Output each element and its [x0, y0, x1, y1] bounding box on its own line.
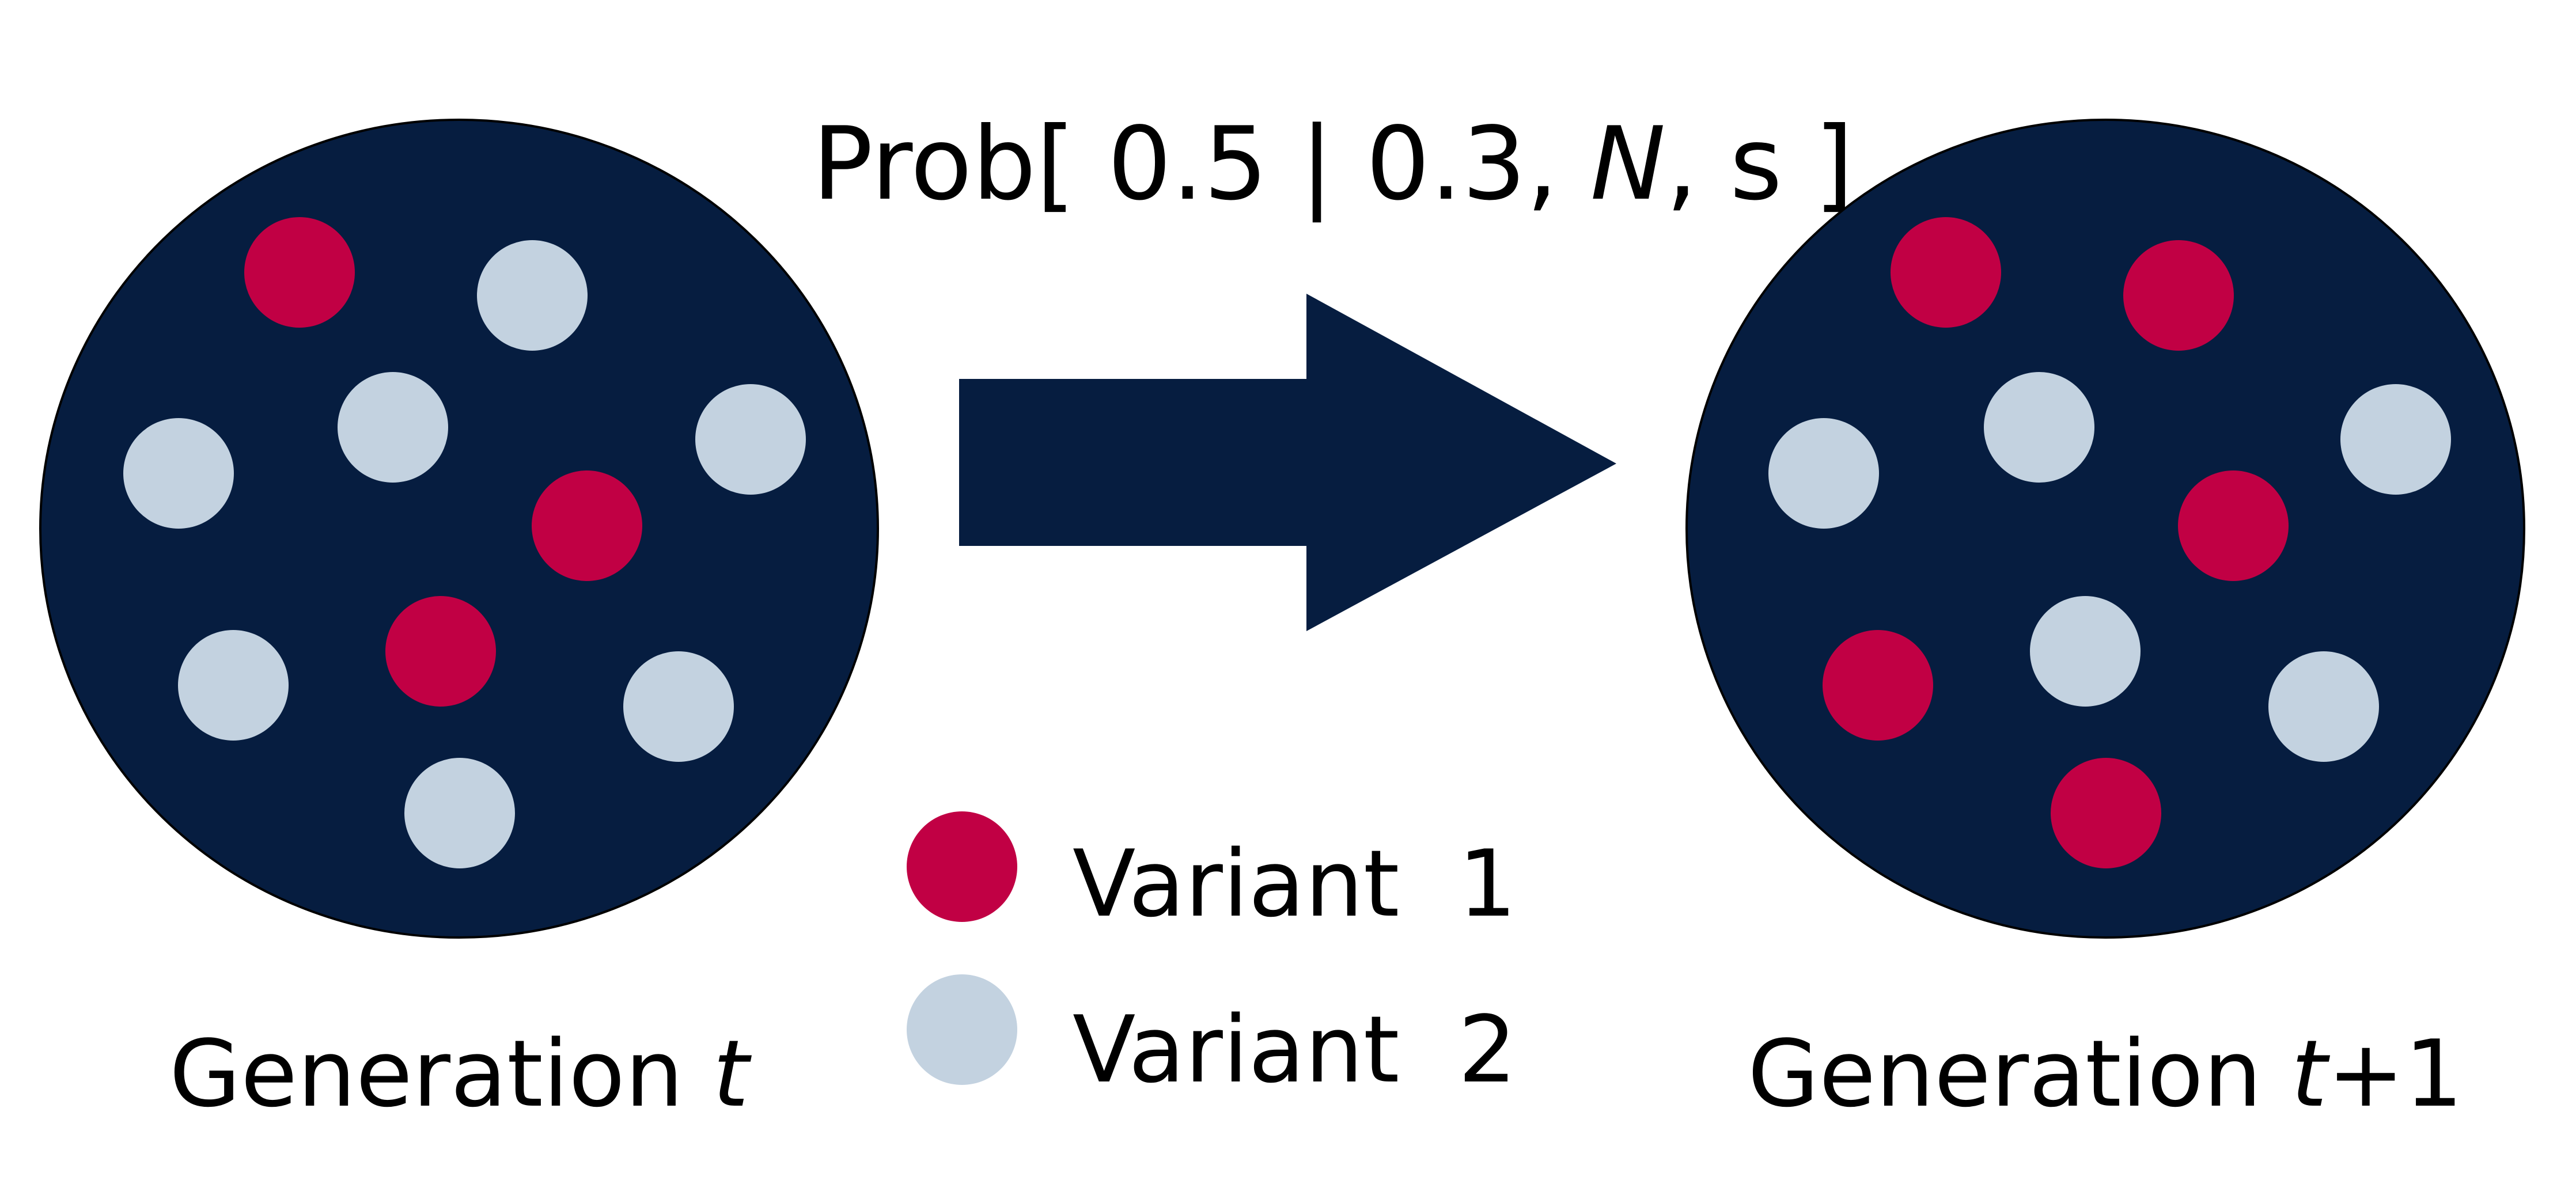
- label-generation-t: Generation t: [169, 1020, 752, 1128]
- population-generation-t: [39, 119, 879, 939]
- formula-label: Prob[ 0.5 | 0.3, N, s ]: [812, 106, 1854, 223]
- individuals-right: [1768, 217, 2451, 868]
- individual-variant-2: [2268, 651, 2379, 762]
- label-generation-text: Generation: [169, 1020, 713, 1128]
- individual-variant-1: [532, 470, 642, 581]
- legend: Variant 1 Variant 2: [907, 811, 1517, 1103]
- individual-variant-1: [385, 596, 496, 707]
- individual-variant-1: [2051, 758, 2161, 868]
- individual-variant-1: [1891, 217, 2001, 328]
- formula-n-symbol: N: [1590, 106, 1666, 223]
- individual-variant-2: [2340, 384, 2451, 495]
- individual-variant-1: [1823, 630, 1933, 741]
- individual-variant-1: [244, 217, 355, 328]
- individual-variant-2: [695, 384, 806, 495]
- transition-arrow: [959, 294, 1616, 631]
- individual-variant-1: [2123, 240, 2234, 351]
- individual-variant-2: [123, 418, 234, 529]
- legend-label-variant-1: Variant 1: [1073, 830, 1517, 938]
- individual-variant-2: [1768, 418, 1879, 529]
- individuals-left: [123, 217, 806, 868]
- individual-variant-1: [2178, 470, 2289, 581]
- legend-swatch-variant-2: [907, 974, 1017, 1085]
- legend-label-variant-2: Variant 2: [1073, 996, 1517, 1103]
- individual-variant-2: [1984, 372, 2094, 483]
- label-generation-var: t: [2291, 1020, 2330, 1128]
- population-generation-t-plus-1: [1685, 119, 2525, 939]
- individual-variant-2: [477, 240, 588, 351]
- formula-prefix: Prob[ 0.5 | 0.3,: [812, 106, 1590, 223]
- formula-suffix: , s ]: [1666, 106, 1854, 223]
- individual-variant-2: [178, 630, 289, 741]
- individual-variant-2: [338, 372, 448, 483]
- individual-variant-2: [404, 758, 515, 868]
- legend-swatch-variant-1: [907, 811, 1017, 922]
- individual-variant-2: [623, 651, 734, 762]
- label-generation-var: t: [713, 1020, 752, 1128]
- label-generation-text: Generation: [1748, 1020, 2291, 1128]
- label-generation-suffix: +1: [2327, 1020, 2463, 1128]
- individual-variant-2: [2030, 596, 2141, 707]
- label-generation-t-plus-1: Generation t+1: [1748, 1020, 2463, 1128]
